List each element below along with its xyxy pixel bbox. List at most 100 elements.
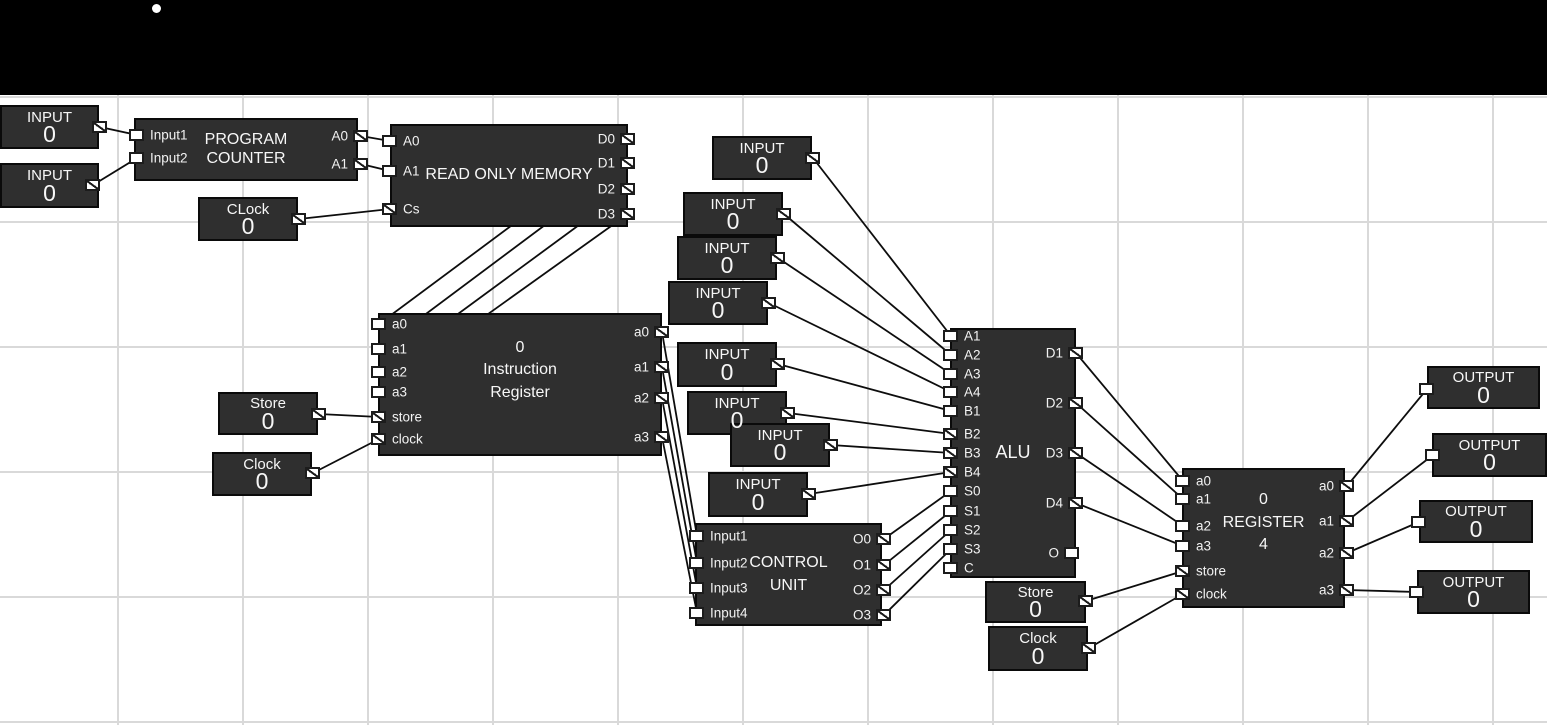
clock1-pin-out[interactable]	[291, 213, 306, 225]
cu-pin-in2[interactable]	[689, 557, 704, 569]
alu-pin-b4[interactable]	[943, 466, 958, 478]
input9-pin-out[interactable]	[823, 439, 838, 451]
reg-pin-ra0[interactable]	[1339, 480, 1354, 492]
clock3-block[interactable]	[988, 626, 1088, 671]
wire-reg.ra0-output1.in[interactable]	[1346, 388, 1428, 487]
input10-pin-out[interactable]	[801, 488, 816, 500]
store2-block[interactable]	[985, 581, 1086, 623]
cu-pin-in3[interactable]	[689, 582, 704, 594]
wire-alu.d3-reg.a2[interactable]	[1075, 452, 1184, 527]
pc-block[interactable]	[134, 118, 358, 181]
wire-input4.out-alu.a2[interactable]	[783, 213, 952, 356]
input7-block[interactable]	[677, 342, 777, 387]
reg-pin-ra3[interactable]	[1339, 584, 1354, 596]
wire-alu.d2-reg.a1[interactable]	[1075, 402, 1184, 500]
wire-input6.out-alu.a4[interactable]	[768, 302, 952, 393]
rom-block[interactable]	[390, 124, 628, 227]
alu-pin-o[interactable]	[1064, 547, 1079, 559]
rom-pin-d3[interactable]	[620, 208, 635, 220]
alu-pin-a1[interactable]	[943, 330, 958, 342]
wire-clock1.out-rom.cs[interactable]	[298, 208, 391, 220]
pc-pin-in2[interactable]	[129, 152, 144, 164]
rom-pin-d1[interactable]	[620, 157, 635, 169]
input4-pin-out[interactable]	[776, 208, 791, 220]
alu-pin-d3[interactable]	[1068, 447, 1083, 459]
rom-pin-a0[interactable]	[382, 135, 397, 147]
alu-pin-b1[interactable]	[943, 405, 958, 417]
cu-pin-in1[interactable]	[689, 530, 704, 542]
wire-clock2.out-ir.clock[interactable]	[312, 438, 380, 474]
input2-block[interactable]	[0, 163, 99, 208]
ir-pin-a2[interactable]	[371, 366, 386, 378]
alu-pin-s2[interactable]	[943, 524, 958, 536]
ir-pin-clock[interactable]	[371, 433, 386, 445]
ir-pin-ra3[interactable]	[654, 431, 669, 443]
pc-pin-a0[interactable]	[353, 130, 368, 142]
wire-store2.out-reg.store[interactable]	[1085, 570, 1184, 602]
alu-pin-b3[interactable]	[943, 447, 958, 459]
input4-block[interactable]	[683, 192, 783, 236]
rom-pin-a1[interactable]	[382, 165, 397, 177]
input8-pin-out[interactable]	[780, 407, 795, 419]
reg-pin-clock[interactable]	[1175, 588, 1190, 600]
pc-pin-a1[interactable]	[353, 158, 368, 170]
clock1-block[interactable]	[198, 197, 298, 241]
wire-reg.ra2-output3.in[interactable]	[1346, 521, 1420, 554]
ir-pin-a0[interactable]	[371, 318, 386, 330]
ir-block[interactable]	[378, 313, 662, 456]
input6-block[interactable]	[668, 281, 768, 325]
wire-cu.o0-alu.s0[interactable]	[883, 490, 952, 540]
wire-input9.out-alu.b3[interactable]	[830, 444, 952, 454]
output1-pin-in[interactable]	[1419, 383, 1434, 395]
alu-pin-c[interactable]	[943, 562, 958, 574]
alu-pin-s0[interactable]	[943, 485, 958, 497]
wire-input8.out-alu.b2[interactable]	[787, 412, 952, 435]
cu-pin-o0[interactable]	[876, 533, 891, 545]
wire-store1.out-ir.store[interactable]	[318, 413, 380, 418]
store1-pin-out[interactable]	[311, 408, 326, 420]
wire-cu.o2-alu.s2[interactable]	[883, 529, 952, 591]
input7-pin-out[interactable]	[770, 358, 785, 370]
wire-input10.out-alu.b4[interactable]	[808, 471, 952, 495]
wire-clock3.out-reg.clock[interactable]	[1088, 593, 1184, 649]
cu-block[interactable]	[695, 523, 882, 626]
input3-pin-out[interactable]	[805, 152, 820, 164]
reg-pin-store[interactable]	[1175, 565, 1190, 577]
input1-block[interactable]	[0, 105, 99, 149]
store1-block[interactable]	[218, 392, 318, 435]
rom-pin-d2[interactable]	[620, 183, 635, 195]
ir-pin-ra0[interactable]	[654, 326, 669, 338]
input5-block[interactable]	[677, 236, 777, 280]
input3-block[interactable]	[712, 136, 812, 180]
output2-pin-in[interactable]	[1425, 449, 1440, 461]
input2-pin-out[interactable]	[85, 179, 100, 191]
wire-input7.out-alu.b1[interactable]	[777, 363, 952, 412]
alu-pin-d2[interactable]	[1068, 397, 1083, 409]
ir-pin-ra2[interactable]	[654, 392, 669, 404]
input5-pin-out[interactable]	[770, 252, 785, 264]
reg-pin-ra2[interactable]	[1339, 547, 1354, 559]
ir-pin-ra1[interactable]	[654, 361, 669, 373]
wire-input5.out-alu.a3[interactable]	[777, 257, 952, 375]
input10-block[interactable]	[708, 472, 808, 517]
cu-pin-o2[interactable]	[876, 584, 891, 596]
ir-pin-a3[interactable]	[371, 386, 386, 398]
pc-pin-in1[interactable]	[129, 129, 144, 141]
wire-cu.o3-alu.s3[interactable]	[883, 548, 952, 616]
output1-block[interactable]	[1427, 366, 1540, 409]
alu-pin-a2[interactable]	[943, 349, 958, 361]
output2-block[interactable]	[1432, 433, 1547, 477]
cu-pin-o1[interactable]	[876, 559, 891, 571]
input1-pin-out[interactable]	[92, 121, 107, 133]
rom-pin-cs[interactable]	[382, 203, 397, 215]
wire-reg.ra3-output4.in[interactable]	[1346, 589, 1418, 593]
output3-block[interactable]	[1419, 500, 1533, 543]
alu-pin-a3[interactable]	[943, 368, 958, 380]
ir-pin-store[interactable]	[371, 411, 386, 423]
wire-alu.d4-reg.a3[interactable]	[1075, 502, 1184, 547]
alu-pin-s3[interactable]	[943, 543, 958, 555]
output3-pin-in[interactable]	[1411, 516, 1426, 528]
clock3-pin-out[interactable]	[1081, 642, 1096, 654]
output4-block[interactable]	[1417, 570, 1530, 614]
clock2-block[interactable]	[212, 452, 312, 496]
